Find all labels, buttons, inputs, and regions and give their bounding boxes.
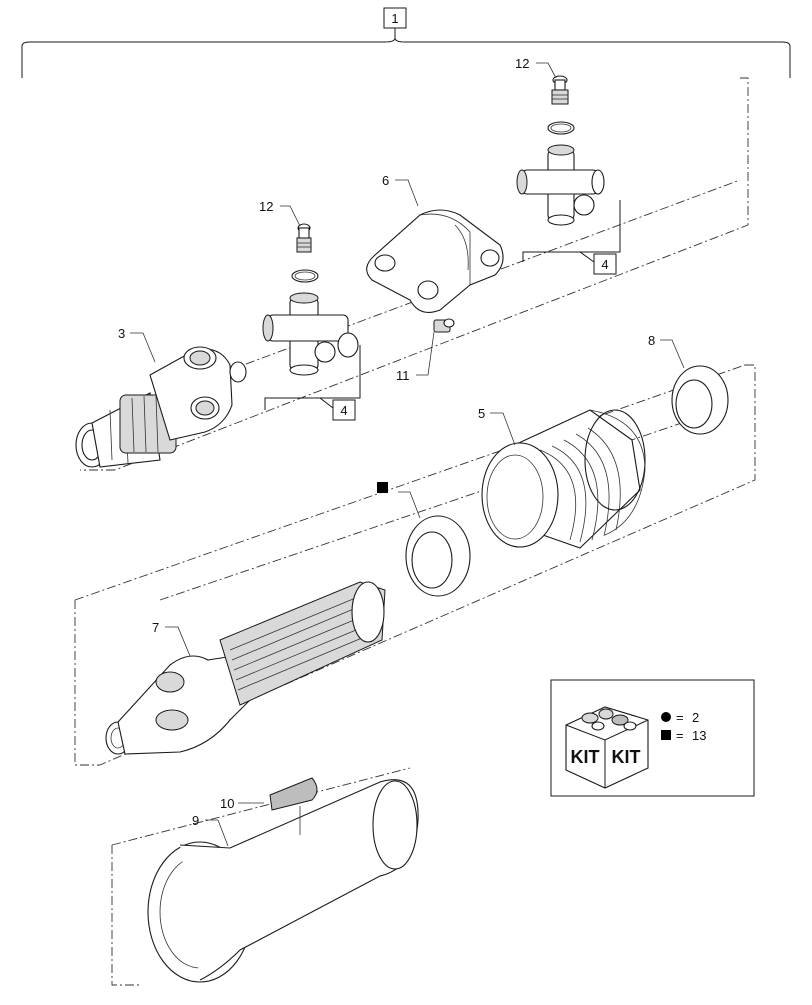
kit-box-icon: KIT KIT [565, 706, 649, 789]
part-10-label [269, 777, 318, 811]
axis-middle [159, 409, 721, 601]
legend-value-square: 13 [692, 728, 706, 743]
part-9-guard-tube [147, 779, 419, 983]
group-outline-middle [74, 364, 756, 766]
part-7-splined-shaft-yoke [105, 581, 386, 755]
legend-equals-2: = [676, 728, 684, 743]
legend-equals-1: = [676, 710, 684, 725]
circle-symbol [661, 712, 671, 722]
callout-10: 10 [220, 796, 234, 811]
callout-5: 5 [478, 406, 485, 421]
kit-legend-box: KIT KIT = 2 = 13 [550, 679, 755, 797]
callout-box-4-lower [332, 399, 356, 421]
part-11-grease-fitting [433, 318, 455, 333]
square-symbol [661, 730, 671, 740]
part-6-yoke [366, 209, 504, 313]
callout-7: 7 [152, 620, 159, 635]
callout-6: 6 [382, 173, 389, 188]
kit-label-right: KIT [612, 747, 641, 767]
callout-11: 11 [396, 368, 410, 383]
part-4-cross-middle [262, 292, 359, 376]
callout-4-upper: 4 [601, 257, 608, 272]
callout-box-4-upper [593, 253, 617, 275]
square-symbol-marker [377, 482, 388, 493]
callout-12-middle: 12 [259, 199, 273, 214]
part-5-bellow-guard [481, 409, 646, 549]
part-12-grease-fitting-middle [296, 223, 312, 253]
part-4-cross-upper [516, 144, 605, 226]
callout-9: 9 [192, 813, 199, 828]
callout-3: 3 [118, 326, 125, 341]
kit-label-left: KIT [571, 747, 600, 767]
part-3-tube-yoke [75, 346, 247, 468]
callout-8: 8 [648, 333, 655, 348]
seal-ring-square-marked [405, 515, 471, 597]
callout-1: 1 [391, 11, 398, 26]
legend-value-circle: 2 [692, 710, 699, 725]
leader-lines [130, 62, 685, 847]
group-outline-lower [111, 767, 411, 986]
assembly-bracket: 1 [21, 7, 791, 78]
part-8-seal-ring [671, 365, 729, 435]
callout-12-upper: 12 [515, 56, 529, 71]
snap-ring-middle [291, 269, 319, 283]
callout-4-lower: 4 [340, 403, 347, 418]
part-12-grease-fitting-upper [551, 75, 569, 105]
snap-ring-upper [547, 121, 575, 135]
